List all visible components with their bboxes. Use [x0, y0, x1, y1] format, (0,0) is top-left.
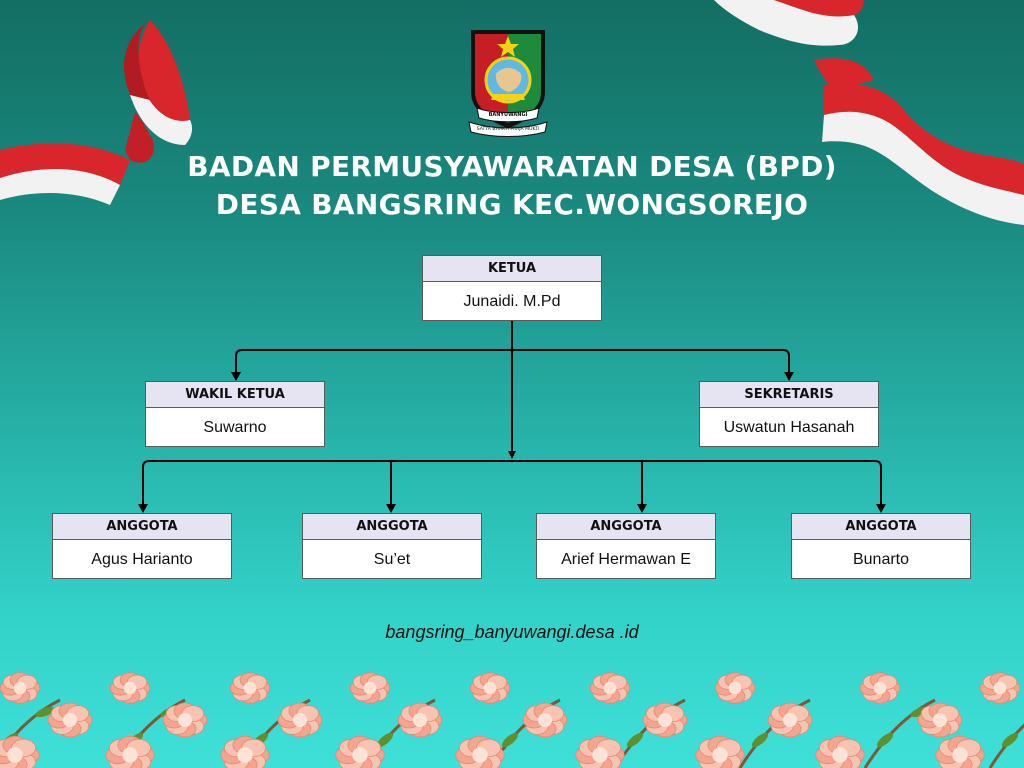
arrowhead-member-1 [138, 504, 148, 513]
leaf-icon [376, 732, 394, 748]
branch [0, 698, 61, 756]
flower-icon [815, 735, 865, 768]
flower-icon [229, 672, 271, 704]
arrowhead-secretary [784, 372, 794, 381]
secretary-name: Uswatun Hasanah [723, 419, 855, 436]
member-box-1: ANGGOTA Agus Harianto [52, 513, 232, 579]
flower-icon [455, 735, 505, 768]
chair-box: KETUA Junaidi. M.Pd [422, 255, 602, 321]
flower-icon [859, 672, 901, 704]
flower-icon [162, 702, 208, 738]
flower-icon [0, 672, 41, 704]
connector-level-2 [235, 349, 790, 373]
member-box-4: ANGGOTA Bunarto [791, 513, 971, 579]
flower-icon [589, 672, 631, 704]
member-name-2: Su’et [373, 551, 411, 568]
flower-icon [979, 672, 1021, 704]
flag-ribbon-right [714, 0, 1024, 225]
page-title-line-2: DESA BANGSRING KEC.WONGSOREJO [215, 188, 809, 221]
member-role-2: ANGGOTA [303, 514, 481, 540]
flower-icon [935, 735, 985, 768]
flower-icon [335, 735, 385, 768]
member-role-3: ANGGOTA [537, 514, 715, 540]
arrowhead-member-2 [386, 504, 396, 513]
flower-icon [105, 735, 155, 768]
leaf-icon [35, 706, 55, 718]
flower-icon [695, 735, 745, 768]
flower-icon [220, 735, 270, 768]
member-role-4: ANGGOTA [792, 514, 970, 540]
flower-border [0, 672, 1024, 768]
leaf-icon [501, 732, 519, 748]
flower-icon [522, 702, 568, 738]
website-url: bangsring_banyuwangi.desa .id [385, 622, 639, 642]
emblem-banner-text: BANYUWANGI [489, 112, 528, 118]
member-box-3: ANGGOTA Arief Hermawan E [536, 513, 716, 579]
member-role-1: ANGGOTA [53, 514, 231, 540]
vice-chair-name: Suwarno [203, 419, 267, 436]
leaf-icon [626, 732, 644, 748]
chair-name: Junaidi. M.Pd [463, 293, 561, 310]
flower-icon [109, 672, 151, 704]
secretary-role: SEKRETARIS [700, 382, 878, 408]
chair-role: KETUA [423, 256, 601, 282]
arrowhead-vice-chair [231, 372, 241, 381]
flower-icon [397, 702, 443, 738]
flower-icon [349, 672, 391, 704]
leaf-icon [1001, 732, 1019, 748]
vice-chair-role: WAKIL KETUA [146, 382, 324, 408]
flower-icon [575, 735, 625, 768]
flower-icon [47, 702, 93, 738]
flower-icon [469, 672, 511, 704]
member-name-1: Agus Harianto [91, 551, 193, 568]
flower-icon [0, 735, 40, 768]
member-box-2: ANGGOTA Su’et [302, 513, 482, 579]
member-name-4: Bunarto [852, 551, 910, 568]
arrowhead-member-4 [876, 504, 886, 513]
page-title-line-1: BADAN PERMUSYAWARATAN DESA (BPD) [187, 150, 837, 183]
leaf-icon [876, 732, 894, 748]
branch [863, 698, 936, 768]
member-name-3: Arief Hermawan E [561, 551, 691, 568]
flag-ribbon-left [0, 20, 193, 205]
flower-icon [917, 702, 963, 738]
secretary-box: SEKRETARIS Uswatun Hasanah [699, 381, 879, 447]
vice-chair-box: WAKIL KETUA Suwarno [145, 381, 325, 447]
flower-icon [767, 702, 813, 738]
flower-icon [642, 702, 688, 738]
branch [988, 723, 1024, 768]
arrowhead-member-3 [637, 504, 647, 513]
connector-level-3 [142, 460, 882, 505]
flower-icon [714, 672, 756, 704]
emblem-motto-text: SATYA BHAKTI PRAJA MUKTI [477, 126, 540, 132]
banyuwangi-emblem: BANYUWANGI SATYA BHAKTI PRAJA MUKTI [468, 30, 548, 137]
flower-icon [277, 702, 323, 738]
leaf-icon [751, 732, 769, 748]
